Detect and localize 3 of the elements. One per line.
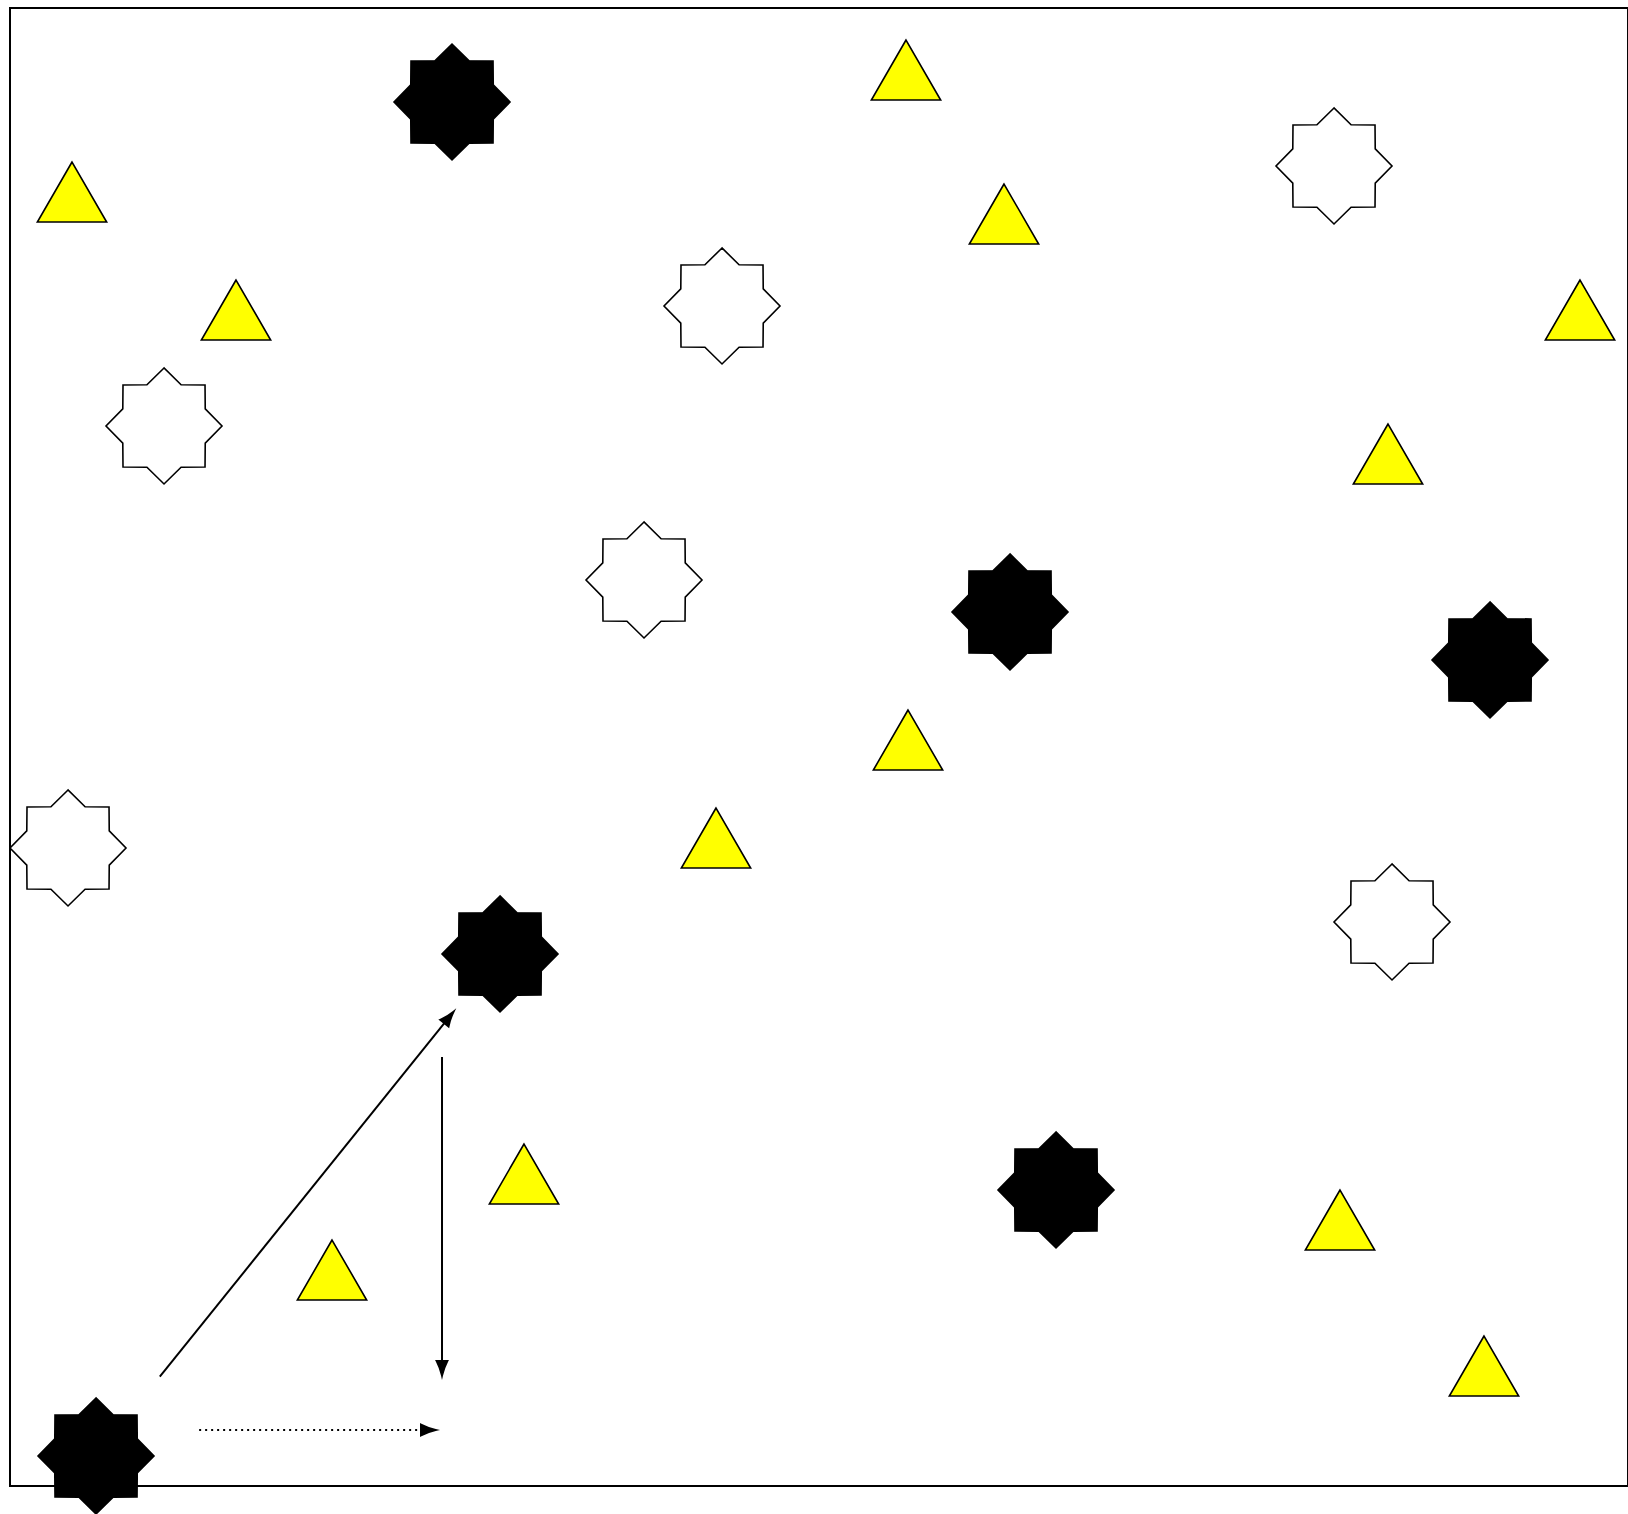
arrow <box>158 1010 455 1378</box>
arrow <box>435 1056 449 1377</box>
dotted-arrow <box>198 1423 437 1437</box>
